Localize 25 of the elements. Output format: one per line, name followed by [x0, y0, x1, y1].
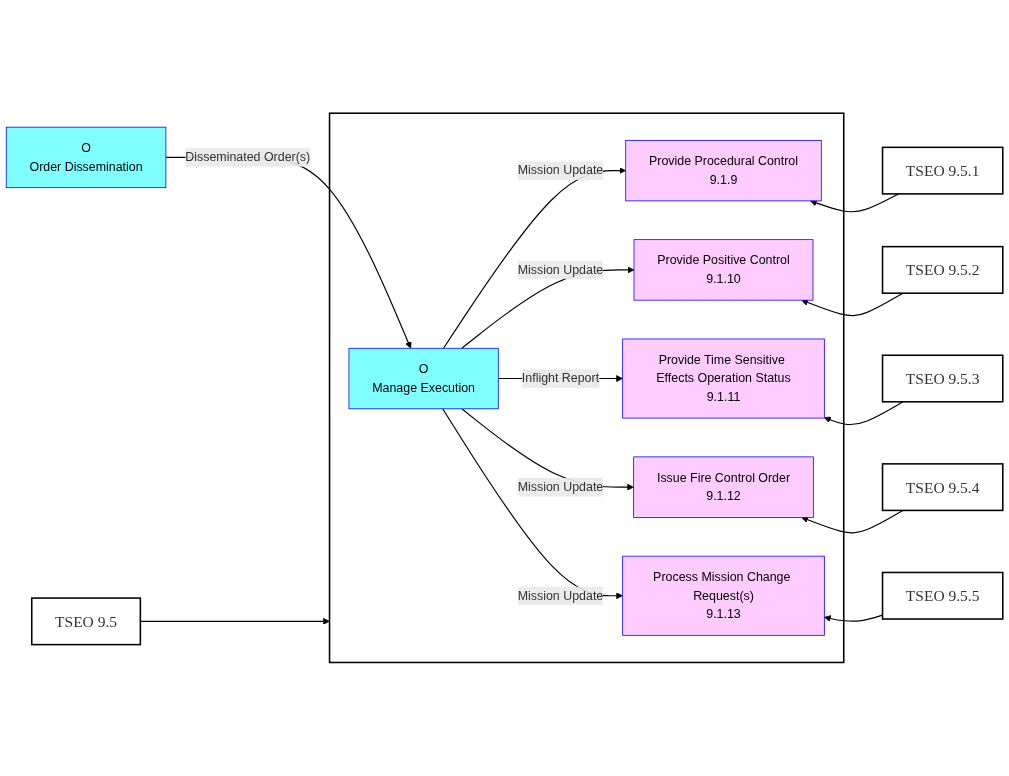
node-box: TSEO 9.5.5 — [881, 571, 1004, 620]
edge-label: Mission Update — [517, 263, 604, 277]
edge-label: Mission Update — [517, 588, 604, 603]
arrow — [442, 408, 623, 600]
arrow — [801, 510, 904, 534]
edge-label: Disseminated Order(s) — [185, 150, 311, 164]
edge-label: Mission Update — [517, 480, 604, 494]
arrow — [442, 167, 626, 349]
node-box: Process Mission Change Request(s) 9.1.13 — [622, 555, 825, 636]
cluster — [328, 112, 845, 664]
node-box: TSEO 9.5 — [30, 597, 142, 646]
node-box: TSEO 9.5.1 — [881, 146, 1004, 195]
node-box: Provide Time Sensitive Effects Operation Status 9.1.11 — [622, 338, 825, 419]
node-box: Issue Fire Control Order 9.1.12 — [633, 456, 814, 518]
node-box: O Order Dissemination — [5, 126, 167, 189]
edge-label: Mission Update — [517, 163, 604, 177]
node-box: TSEO 9.5.3 — [881, 354, 1004, 403]
arrow — [824, 401, 904, 426]
arrow — [801, 292, 904, 317]
node-box: TSEO 9.5.4 — [881, 463, 1004, 512]
node-box: Provide Positive Control 9.1.10 — [633, 239, 814, 301]
node-box: Provide Procedural Control 9.1.9 — [625, 140, 822, 202]
node-box: O Manage Execution — [348, 348, 499, 410]
node-box: TSEO 9.5.2 — [881, 246, 1004, 295]
edge-label: Inflight Report — [521, 371, 600, 385]
